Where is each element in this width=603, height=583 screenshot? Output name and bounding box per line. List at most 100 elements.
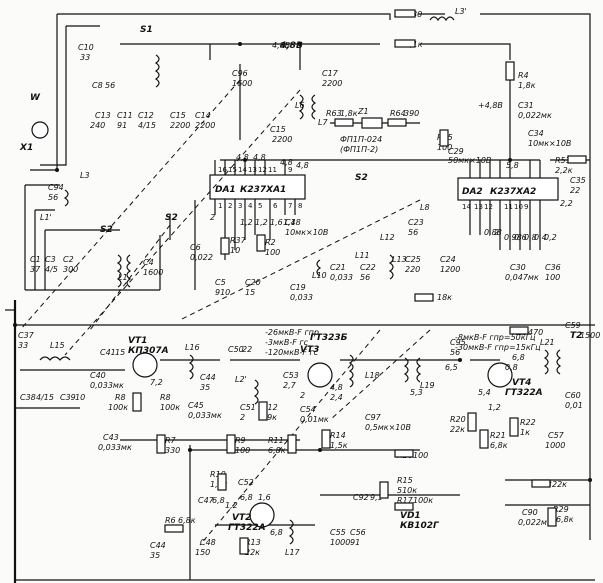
svg-text:10: 10 — [514, 203, 523, 211]
r2-val: 100 — [265, 248, 280, 257]
c28-ref: C30 — [510, 263, 526, 272]
c35-ref: C37 — [18, 331, 35, 340]
c2-val: 300 — [63, 265, 78, 274]
r2-ref: R2 — [265, 238, 276, 247]
svg-text:16: 16 — [218, 166, 227, 174]
c4-val: 1600 — [143, 268, 163, 277]
c57-ref: C60 — [565, 391, 581, 400]
c48-ref: C51 — [240, 403, 256, 412]
wires-left — [5, 184, 196, 583]
c54-val: 1000 — [545, 441, 565, 450]
c47-val: 22 — [242, 345, 252, 354]
r7-ref: R7 — [165, 436, 177, 445]
c6-val: 0,022 — [190, 253, 213, 262]
l1p-label: L1' — [40, 213, 52, 222]
r12-ref: R12 — [262, 403, 278, 412]
switch-s2a: S2 — [355, 173, 368, 183]
c21-val: 0,033 — [290, 293, 313, 302]
c20-ref: C20 — [245, 278, 261, 287]
c36-ref: C38 — [20, 393, 36, 402]
annotation-2: -3мкВ-F гс — [265, 338, 309, 347]
c10-val: 33 — [80, 53, 90, 62]
c21-ref: C19 — [290, 283, 306, 292]
c47-ref: C50 — [228, 345, 244, 354]
v-da1-4: 4,8 — [296, 161, 309, 170]
svg-text:7: 7 — [288, 202, 292, 210]
ic-da1-part: К237ХА1 — [240, 185, 286, 195]
v-da2-6: 0,8 — [524, 233, 537, 242]
c2-ref: C2 — [63, 255, 74, 264]
c39-val: 15 — [115, 348, 125, 357]
c22-ref: C21 — [330, 263, 346, 272]
l21-label: L21 — [540, 338, 555, 347]
v-vt1: 7,2 — [150, 378, 163, 387]
r11-val: 6,8к — [268, 446, 286, 455]
r6-val: 6,8к — [178, 516, 196, 525]
c26-ref: C25 — [405, 255, 421, 264]
l7-label: L7 — [318, 118, 328, 127]
c26-val: 220 — [405, 265, 420, 274]
svg-text:14: 14 — [238, 166, 247, 174]
switch-s2c: S2 — [165, 213, 178, 223]
c25-val: 1200 — [440, 265, 460, 274]
l13-label: L13 — [392, 255, 407, 264]
c44-val: 6,8 — [212, 496, 225, 505]
r8b-ref: R8 — [115, 393, 126, 402]
l2p-label: L2' — [235, 375, 247, 384]
svg-text:1: 1 — [218, 202, 222, 210]
c29-ref: C31 — [518, 101, 534, 110]
svg-text:(ФП1П-2): (ФП1П-2) — [340, 145, 378, 154]
c30-val: 10мк×10В — [528, 139, 571, 148]
svg-text:6: 6 — [273, 202, 278, 210]
r65-val: 100 — [437, 143, 452, 152]
c41-val: 35 — [200, 383, 210, 392]
c22-val: 0,033 — [330, 273, 353, 282]
c15-ref: C15 — [170, 111, 186, 120]
ic-da2: DA2 К237ХА2 14 13 12 11 10 9 — [457, 160, 559, 250]
v-vt3-4: 5,3 — [410, 388, 423, 397]
c51-val: 0,01мк — [300, 415, 329, 424]
v-vt4-1: 5,4 — [478, 388, 491, 397]
v-vt2-1: 6,8 — [270, 528, 283, 537]
svg-text:14: 14 — [462, 203, 471, 211]
r7-val: 330 — [165, 446, 180, 455]
svg-text:5: 5 — [258, 202, 262, 210]
c25-ref: C24 — [440, 255, 456, 264]
v-vt4-2: 1,2 — [488, 403, 501, 412]
r11-ref: R11 — [268, 436, 284, 445]
c37-ref: C39 — [60, 393, 76, 402]
c56-ref: C59 — [565, 321, 581, 330]
r9-val: 100 — [235, 446, 250, 455]
r22-val: 1к — [520, 428, 530, 437]
c27-ref: C29 — [448, 147, 464, 156]
l15-label: L15 — [50, 341, 65, 350]
r9-ref: R9 — [235, 436, 246, 445]
c13-val: 240 — [90, 121, 105, 130]
c31-val: 22 — [570, 186, 580, 195]
ic-da2-ref: DA2 — [462, 187, 483, 197]
c17-val: 2200 — [272, 135, 292, 144]
l10-label: L10 — [312, 271, 327, 280]
c30-ref: C34 — [528, 129, 544, 138]
c53-val: 91 — [350, 538, 360, 547]
ganged-links — [19, 79, 431, 546]
r51-val: 2,2к — [555, 166, 573, 175]
l19-label: L19 — [420, 381, 435, 390]
vt2-part: ГТ322А — [228, 523, 266, 533]
c15-val: 2200 — [170, 121, 190, 130]
v-da2-1: 5,8 — [506, 161, 519, 170]
r14-ref: R14 — [330, 431, 346, 440]
c20-val: 15 — [245, 288, 255, 297]
resistor-symbols — [132, 9, 587, 555]
transistor-symbols — [31, 121, 513, 528]
c59-val: 56 — [48, 193, 58, 202]
v-da1-6: 1,2 — [240, 218, 253, 227]
svg-text:9: 9 — [288, 166, 292, 174]
c93-ref: C97 — [365, 413, 382, 422]
c19-val: 10мк×10В — [285, 228, 328, 237]
c60-ref: C95 — [450, 338, 466, 347]
v-da2-9: 2,2 — [560, 199, 573, 208]
ground-label-4-8: +4,8В — [478, 101, 503, 110]
v-da2-7: 0,4 — [534, 233, 547, 242]
c92-ref: С92 — [353, 493, 369, 502]
